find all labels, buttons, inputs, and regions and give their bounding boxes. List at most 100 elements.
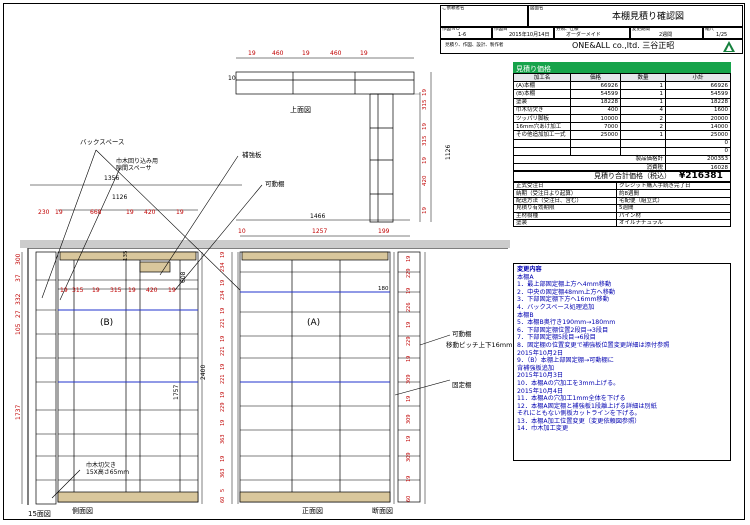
dim-b-180: 180 — [378, 286, 389, 292]
front-view-label: 正面図 — [302, 507, 323, 515]
dim-right-col: 226 — [406, 302, 412, 312]
dim-right-col: 19 — [406, 396, 412, 402]
dim-top: 460 — [272, 50, 284, 57]
dim-1126: 1126 — [112, 194, 127, 201]
dim-left-col: 1737 — [15, 405, 22, 420]
dim-1356: 1356 — [104, 175, 119, 182]
dim-top-right: 420 — [422, 175, 428, 186]
dim-1466: 1466 — [310, 213, 325, 220]
dim-a-col: 221 — [220, 374, 226, 384]
callout-movable: 可動棚 — [265, 179, 285, 188]
dim-right-col: 19 — [406, 476, 412, 482]
callout-brace: 補強板 — [242, 150, 262, 159]
note-line: 9．（B）本棚上部固定棚→可動棚に — [517, 357, 614, 365]
dim-b-row: 19 — [176, 209, 184, 216]
dim-a-row: 199 — [378, 228, 390, 235]
dim-b-row: 19 — [55, 209, 63, 216]
callout-movable-2: 可動棚 — [452, 329, 472, 338]
note-line: 2015年10月2日 — [517, 349, 564, 357]
callout-pitch: 移動ピッチ上下16mm — [446, 340, 512, 349]
dim-b-row: 230 — [38, 209, 50, 216]
note-line: 10．本棚Aの穴加工を3mm上げる。 — [517, 379, 620, 387]
dim-top: 460 — [330, 50, 342, 57]
dim-a-col: 19 — [220, 336, 226, 342]
dim-right-col: 309 — [406, 414, 412, 424]
dim-a-col: 19 — [220, 456, 226, 462]
dim-a-col: 234 — [220, 290, 226, 300]
table-row: 塗装オイルナチュラル — [513, 218, 731, 228]
dim-b-row: 19 — [126, 209, 134, 216]
top-view-shelf — [235, 71, 415, 95]
maker: ONE&ALL co.,ltd. 三谷正昭 — [572, 41, 675, 50]
side-view — [35, 251, 57, 505]
dim-top-right: 315 — [422, 99, 428, 110]
dim-b-inner: 19 — [92, 287, 100, 294]
drawing-no-label: 作図ＮＯ — [442, 27, 460, 32]
dim-b-row: 668 — [90, 209, 102, 216]
dim-b-inner: 19 — [168, 287, 176, 294]
price-table-header: 加工名 価格 数量 小計 — [513, 72, 731, 83]
top-view-label: 上面図 — [290, 105, 311, 114]
dim-right-col: 19 — [406, 436, 412, 442]
dim-a-col: 19 — [220, 364, 226, 370]
dim-left-col: 300 — [15, 253, 22, 265]
delivery: 2週間 — [659, 32, 673, 38]
dim-b-inner: 19 — [128, 287, 136, 294]
note-line: 1．最上部固定棚上方へ4mm移動 — [517, 281, 612, 289]
dim-b-height-2: 1757 — [173, 385, 180, 400]
drawing-no: 1-6 — [458, 32, 467, 38]
dim-top: 19 — [360, 50, 368, 57]
total-value: ¥216381 — [679, 171, 723, 181]
ceiling-band — [20, 240, 510, 248]
callout-spacer-line1: 巾木回り込み用 — [116, 157, 158, 165]
date: 2015年10月14日 — [509, 32, 550, 38]
note-line: 2．中央の固定棚48mm上方へ移動 — [517, 288, 616, 296]
dim-b-inner: 315 — [72, 287, 84, 294]
note-line: 11．本棚Aの穴加工1mm全体を下げる — [517, 395, 626, 403]
dim-a-col: 19 — [220, 252, 226, 258]
dim-top-right: 19 — [422, 207, 428, 214]
dim-a-col: 19 — [220, 420, 226, 426]
total-row: 見積り合計価格（税込） ¥216381 — [513, 170, 731, 182]
dim-b-row: 420 — [144, 209, 156, 216]
order-info-table: 正式受注日クレジット購入手続き完了日 納期（受注日より起算）約8週間 配送方法（… — [513, 181, 731, 228]
side-view-label: 側面図 — [72, 506, 93, 515]
dim-a-col: 363 — [220, 468, 226, 478]
dim-a-col: 60 — [220, 497, 226, 503]
change-notes: 変更内容 本棚A 1．最上部固定棚上方へ4mm移動 2．中央の固定棚48mm上方… — [513, 263, 731, 461]
category-label: 分類、仕様 — [556, 27, 579, 32]
dim-top-left: 10 — [228, 75, 236, 82]
dim-top: 19 — [302, 50, 310, 57]
drawing-frame — [3, 3, 745, 520]
dim-a-col: 363 — [220, 434, 226, 444]
note-line: 12．本棚A固定棚と補強板1段離上げる詳細は別紙 — [517, 402, 657, 410]
scale-label: 縮尺 — [705, 27, 714, 32]
dim-top-right: 19 — [422, 123, 428, 130]
maker-label: 見積り、作図、設計、製作者 — [445, 43, 504, 48]
scale: 1/25 — [716, 32, 728, 38]
note-line: 13．本棚A加工位置変更（変更依頼図参照） — [517, 417, 641, 425]
category: オーダーメイド — [566, 32, 601, 38]
dim-left-col: 332 — [15, 293, 22, 305]
section-view — [397, 251, 421, 503]
note-line: 8．固定棚の位置変更で補強板位置変更詳細は添付参照 — [517, 341, 670, 349]
dim-right-col: 309 — [406, 452, 412, 462]
section-view-label: 断面図 — [372, 506, 393, 515]
note-line: 3．下部固定棚下方へ16mm移動 — [517, 296, 609, 304]
bookcase-a — [239, 251, 391, 503]
delivery-label: 変更期間 — [632, 27, 650, 32]
note-line: 2015年10月4日 — [517, 387, 564, 395]
customer-label: ご依頼者名 — [442, 6, 465, 11]
note-line: 本棚B — [517, 311, 534, 319]
note-line: 5．本棚B奥行き190mm→180mm — [517, 319, 616, 327]
callout-spacer-line2: 隙間スペーサ — [116, 164, 151, 172]
dim-608: 608 — [180, 271, 187, 283]
price-header: 見積り価格 — [513, 62, 731, 73]
dim-right-col: 60 — [406, 496, 412, 502]
label-bookcase-b: (B) — [100, 318, 113, 328]
dim-a-col: 5 — [220, 489, 226, 492]
